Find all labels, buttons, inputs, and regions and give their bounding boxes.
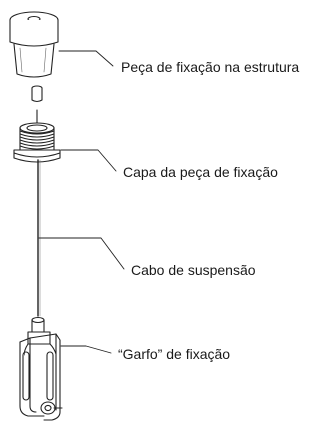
label-suspension-cable: Cabo de suspensão	[131, 262, 256, 278]
structure-fixing-part	[9, 11, 59, 78]
leader-lines	[38, 50, 125, 354]
label-structure-fixing-part: Peça de fixação na estrutura	[121, 59, 300, 75]
small-pin	[31, 85, 43, 103]
label-fixing-fork: “Garfo” de fixação	[118, 346, 231, 362]
leader-line-cap	[60, 149, 117, 172]
label-fixing-part-cap: Capa da peça de fixação	[123, 164, 278, 180]
leader-line-structure-part	[58, 50, 114, 67]
leader-line-fork	[60, 345, 112, 354]
leader-line-cable	[38, 237, 125, 270]
fixing-fork	[19, 316, 63, 421]
fixing-part-cap	[13, 109, 61, 163]
